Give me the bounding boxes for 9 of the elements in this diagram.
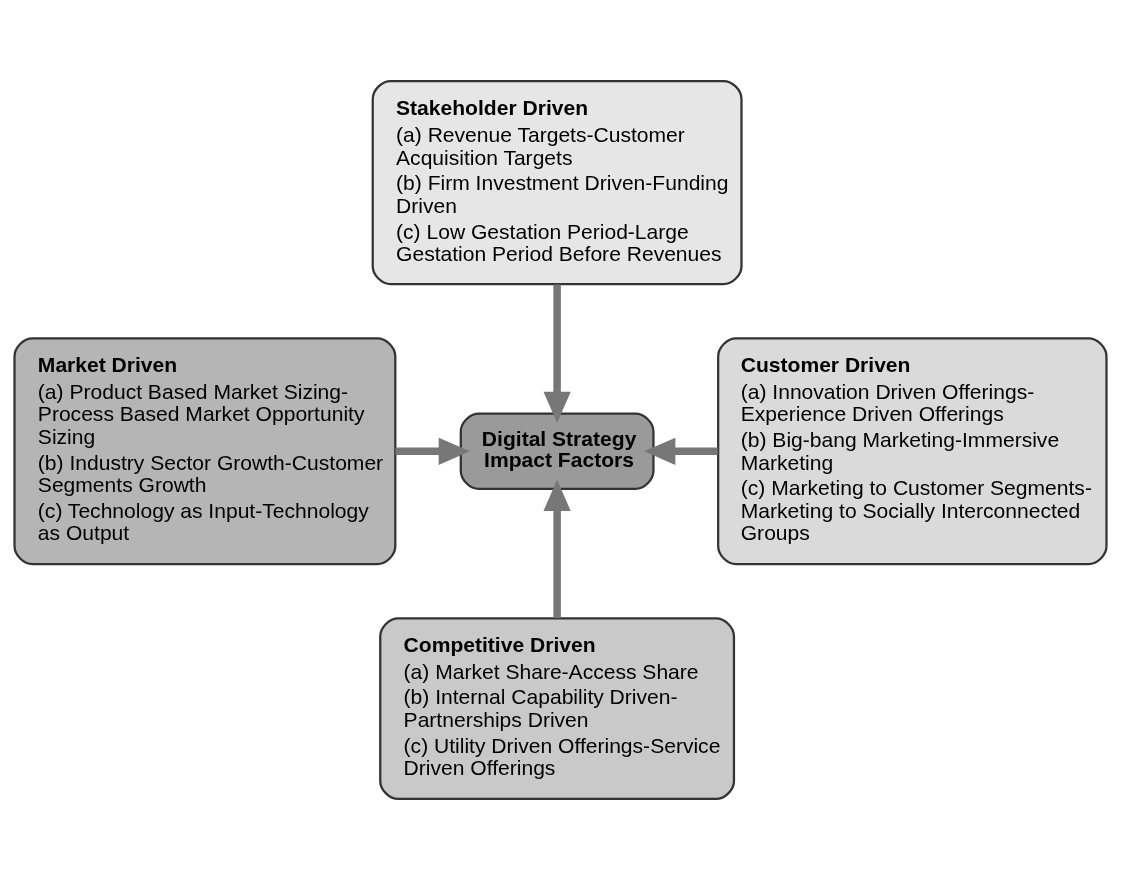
- node-box: Stakeholder Driven (a) Revenue Targets-Customer Acquisition Targets (b) Firm Investment Driven-Funding Driven (c) Low Gestation Period-Large Gestation Period Before Revenues: [371, 79, 743, 286]
- arrow: [395, 437, 470, 465]
- node-box: Digital Strategy Impact Factors: [459, 412, 655, 491]
- arrow: [543, 479, 571, 619]
- node-box: Competitive Driven (a) Market Share-Access Share (b) Internal Capability Driven-Partnerships Driven (c) Utility Driven Offerings-Service Driven Offerings: [379, 617, 736, 801]
- node-box: Market Driven (a) Product Based Market Sizing-Process Based Market Opportunity Sizing (b) Industry Sector Growth-Customer Segments Growth (c) Technology as Input-Technology as Output: [13, 337, 397, 566]
- arrow: [644, 437, 718, 465]
- node-box: Customer Driven (a) Innovation Driven Offerings-Experience Driven Offerings (b) Big-bang Marketing-Immersive Marketing (c) Marketing to Customer Segments-Marketing to Socially Interconnected Groups: [717, 337, 1108, 566]
- arrow: [543, 284, 571, 423]
